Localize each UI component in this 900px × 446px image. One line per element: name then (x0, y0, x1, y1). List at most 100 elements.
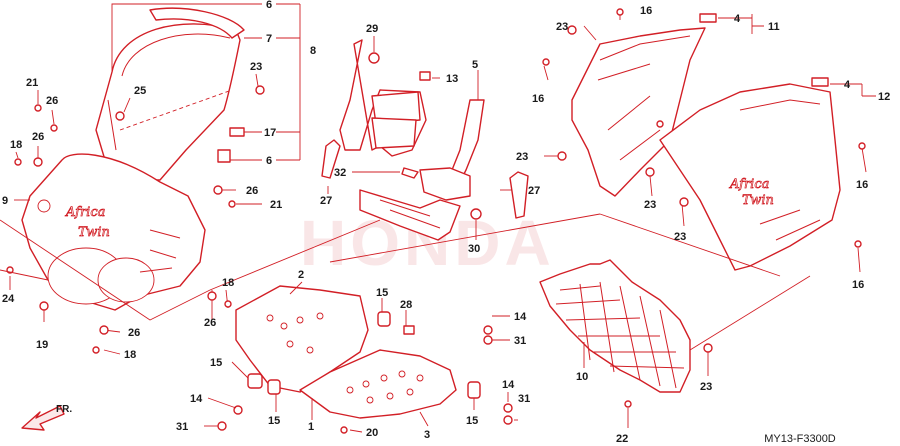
bolt-31a (483, 335, 493, 345)
callout-23: 23 (516, 151, 528, 163)
callout-17: 17 (264, 127, 276, 139)
callout-15: 15 (268, 415, 280, 427)
callout-4: 4 (844, 79, 851, 91)
callout-28: 28 (400, 299, 412, 311)
windscreen-assembly: Africa Twin (21, 7, 245, 311)
callout-2: 2 (298, 269, 304, 281)
bolt-14b (233, 405, 243, 415)
clamp-27-left (321, 139, 341, 179)
middle-cowl-large-part (659, 83, 841, 271)
callout-10: 10 (576, 371, 588, 383)
callout-23: 23 (250, 61, 262, 73)
grommet-6-part (217, 149, 231, 163)
callout-16: 16 (852, 279, 864, 291)
bolt-31c (503, 415, 513, 425)
callout-26: 26 (204, 317, 216, 329)
callout-30: 30 (468, 243, 480, 255)
callout-22: 22 (616, 433, 628, 445)
callout-20: 20 (366, 427, 378, 439)
bolt-22 (624, 400, 632, 408)
callout-18: 18 (222, 277, 234, 289)
callout-16: 16 (640, 5, 652, 17)
headlight-opening-right (97, 257, 155, 303)
callout-23: 23 (700, 381, 712, 393)
callout-19: 19 (36, 339, 48, 351)
bolt-29 (368, 52, 380, 64)
callout-25: 25 (134, 85, 146, 97)
callout-5: 5 (472, 59, 478, 71)
callout-29: 29 (366, 23, 378, 35)
callout-26: 26 (46, 95, 58, 107)
callout-21: 21 (270, 199, 282, 211)
middle-cowl-assembly: Africa Twin (542, 8, 876, 273)
callout-23: 23 (674, 231, 686, 243)
callout-3: 3 (424, 429, 430, 441)
leaders-left (6, 3, 301, 355)
inner-panel-assembly (539, 259, 713, 428)
callout-1: 1 (308, 421, 314, 433)
callout-27: 27 (320, 195, 332, 207)
grommet-17-part (229, 127, 245, 137)
decal-africa: Africa (65, 205, 105, 220)
grommet-15c (377, 311, 391, 327)
under-cowl-left-part (235, 285, 369, 393)
clip-4-lower (811, 77, 829, 87)
callout-14: 14 (514, 311, 527, 323)
callout-15: 15 (376, 287, 388, 299)
under-cowl-assembly (204, 281, 518, 434)
callout-12: 12 (878, 91, 890, 103)
decal-twin-right: Twin (742, 193, 774, 208)
callout-14: 14 (502, 379, 515, 391)
bolt-31b (217, 421, 227, 431)
callout-7: 7 (266, 33, 272, 45)
callout-8: 8 (310, 45, 316, 57)
callout-6: 6 (266, 155, 272, 167)
front-arrow: FR. (21, 404, 72, 431)
cowl-stay-assembly (321, 36, 529, 241)
bolt-14c (503, 403, 513, 413)
front-label: FR. (56, 404, 72, 415)
grommet-15b (267, 379, 281, 395)
callout-16: 16 (856, 179, 868, 191)
callout-11: 11 (768, 21, 780, 33)
middle-cowl-small-part (571, 27, 706, 197)
callout-21: 21 (26, 77, 38, 89)
callout-23: 23 (644, 199, 656, 211)
inner-panel-10-part (539, 259, 691, 393)
clip-4-upper (699, 13, 717, 23)
callout-6: 6 (266, 0, 272, 11)
reference-lines (0, 213, 811, 351)
grommet-15a (247, 373, 263, 389)
callout-13: 13 (446, 73, 458, 85)
bolt-14a (483, 325, 493, 335)
callout-31: 31 (176, 421, 188, 433)
grommet-15d (467, 381, 481, 399)
windscreen-part (95, 23, 241, 181)
callout-23: 23 (556, 21, 568, 33)
callout-4: 4 (734, 13, 741, 25)
under-cowl-right-part (299, 349, 457, 419)
callout-15: 15 (210, 357, 222, 369)
callout-27: 27 (528, 185, 540, 197)
callout-26: 26 (32, 131, 44, 143)
callout-31: 31 (518, 393, 530, 405)
bolt-30 (470, 208, 482, 220)
callout-24: 24 (2, 293, 15, 305)
decal-africa-right: Africa (729, 177, 769, 192)
callout-26: 26 (246, 185, 258, 197)
callout-26: 26 (128, 327, 140, 339)
callout-31: 31 (514, 335, 526, 347)
callout-14: 14 (190, 393, 203, 405)
callout-18: 18 (124, 349, 136, 361)
callout-18: 18 (10, 139, 22, 151)
callout-32: 32 (334, 167, 346, 179)
screw-20 (340, 426, 348, 434)
diagram-code: MY13-F3300D (764, 433, 836, 445)
callout-16: 16 (532, 93, 544, 105)
decal-twin: Twin (78, 225, 110, 240)
bolt-13 (419, 71, 431, 81)
callout-15: 15 (466, 415, 478, 427)
bolt-23-panel (703, 343, 713, 353)
callout-9: 9 (2, 195, 8, 207)
